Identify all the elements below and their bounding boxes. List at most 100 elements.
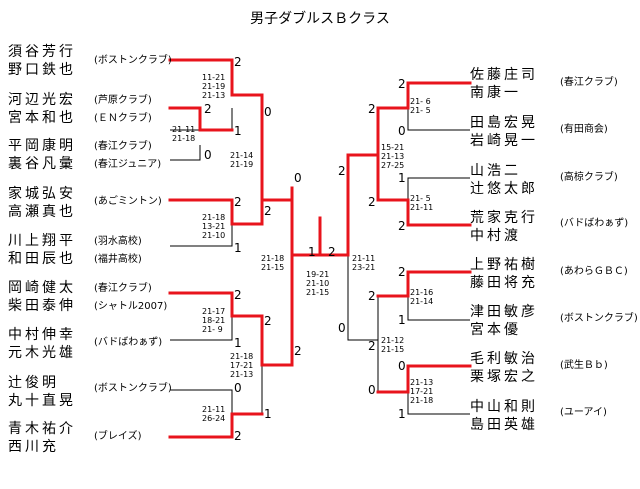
bracket-line-win — [376, 364, 472, 394]
game-count: 1 — [308, 245, 316, 259]
match-score: 21- 6 21- 5 — [410, 97, 431, 115]
game-count: 2 — [234, 195, 242, 209]
player-name: 中山和則 — [470, 399, 538, 415]
bracket-line — [407, 392, 470, 415]
bracket-line — [170, 145, 201, 161]
game-count: 2 — [294, 344, 302, 358]
game-count: 0 — [264, 105, 272, 119]
club-name: (ボストンクラブ) — [94, 55, 172, 66]
club-name: (有田商会) — [560, 124, 608, 135]
player-name: 川上翔平 — [8, 233, 76, 249]
club-name: (芦原クラブ) — [94, 95, 152, 106]
club-name: (ボストンクラブ) — [94, 383, 172, 394]
club-name: (春江クラブ) — [94, 141, 152, 152]
match-score: 21-12 21-15 — [381, 336, 405, 354]
club-name: (武生Ｂｂ) — [560, 360, 608, 371]
bracket-line — [170, 316, 233, 341]
bracket-line-win — [376, 153, 472, 227]
game-count: 2 — [368, 339, 376, 353]
match-score: 15-21 21-13 27-25 — [381, 143, 405, 170]
game-count: 0 — [398, 124, 406, 138]
player-name: 津田敏彦 — [470, 304, 538, 320]
player-name: 西川充 — [8, 439, 59, 455]
bracket-line-win — [290, 186, 322, 257]
game-count: 2 — [338, 164, 346, 178]
game-count: 0 — [234, 381, 242, 395]
game-count: 0 — [204, 148, 212, 162]
game-count: 2 — [398, 265, 406, 279]
game-count: 2 — [398, 77, 406, 91]
player-name: 山浩二 — [470, 163, 521, 179]
player-name: 元木光雄 — [8, 345, 76, 361]
club-name: (ＥＮクラブ) — [94, 113, 152, 124]
game-count: 2 — [234, 288, 242, 302]
player-name: 岩崎晃一 — [470, 133, 538, 149]
game-count: 2 — [368, 195, 376, 209]
match-score: 21-11 23-21 — [352, 254, 376, 272]
game-count: 2 — [234, 429, 242, 443]
player-name: 藤田将充 — [470, 275, 538, 291]
bracket-line — [407, 177, 470, 200]
game-count: 2 — [328, 245, 336, 259]
bracket-line-win — [168, 198, 294, 226]
bracket-line-win — [376, 270, 472, 298]
match-score: 21-13 17-21 21-18 — [410, 378, 434, 405]
bracket-line-win — [168, 58, 264, 97]
player-name: 荒家克行 — [470, 210, 538, 226]
club-name: (ボストンクラブ) — [560, 313, 638, 324]
player-name: 毛利敏治 — [470, 351, 538, 367]
match-score: 21-14 21-19 — [230, 151, 254, 169]
match-score: 21- 5 21-11 — [410, 194, 434, 212]
match-score: 21-11 26-24 — [202, 405, 226, 423]
game-count: 1 — [234, 241, 242, 255]
player-name: 平岡康明 — [8, 138, 76, 154]
player-name: 高瀬真也 — [8, 204, 76, 220]
player-name: 中村伸幸 — [8, 327, 76, 343]
player-name: 辻俊明 — [8, 375, 59, 391]
player-name: 河辺光宏 — [8, 92, 76, 108]
bracket-line-win — [260, 314, 294, 367]
bracket-line-win — [168, 291, 264, 318]
club-name: (ユーアイ) — [560, 407, 607, 418]
player-name: 佐藤庄司 — [470, 67, 538, 83]
game-count: 1 — [234, 336, 242, 350]
player-name: 辻悠太郎 — [470, 181, 538, 197]
player-name: 栗塚宏之 — [470, 369, 538, 385]
bracket-line-win — [376, 81, 472, 110]
game-count: 1 — [398, 171, 406, 185]
game-count: 0 — [294, 171, 302, 185]
game-count: 2 — [368, 102, 376, 116]
player-name: 上野祐樹 — [470, 257, 538, 273]
game-count: 2 — [234, 55, 242, 69]
player-name: 宮本優 — [470, 322, 521, 338]
player-name: 裏谷凡彙 — [8, 156, 76, 172]
club-name: (ブレイズ) — [94, 431, 142, 442]
bracket-line-win — [168, 412, 264, 439]
game-count: 2 — [368, 289, 376, 303]
player-name: 柴田泰伸 — [8, 298, 76, 314]
game-count: 2 — [398, 219, 406, 233]
game-count: 1 — [264, 407, 272, 421]
match-score: 21-16 21-14 — [410, 288, 434, 306]
player-name: 田島宏晃 — [470, 115, 538, 131]
match-score: 21-17 18-21 21- 9 — [202, 307, 226, 334]
match-score: 11-21 21-19 21-13 — [202, 73, 226, 100]
bracket-line — [170, 389, 233, 414]
game-count: 2 — [264, 314, 272, 328]
club-name: (福井高校) — [94, 254, 142, 265]
player-name: 岡崎健太 — [8, 280, 76, 296]
game-count: 2 — [264, 204, 272, 218]
player-name: 宮本和也 — [8, 110, 76, 126]
match-score: 19-21 21-10 21-15 — [306, 270, 330, 297]
match-score: 21-18 17-21 21-13 — [230, 352, 254, 379]
club-name: (春江ジュニア) — [94, 159, 162, 170]
player-name: 丸十直晃 — [8, 393, 76, 409]
game-count: 0 — [368, 383, 376, 397]
match-score: 21-11 21-18 — [172, 125, 196, 143]
player-name: 須谷芳行 — [8, 44, 76, 60]
player-name: 野口鉄也 — [8, 62, 76, 78]
game-count: 1 — [234, 124, 242, 138]
bracket-line-win — [346, 106, 380, 257]
match-score: 21-18 13-21 21-10 — [202, 213, 226, 240]
